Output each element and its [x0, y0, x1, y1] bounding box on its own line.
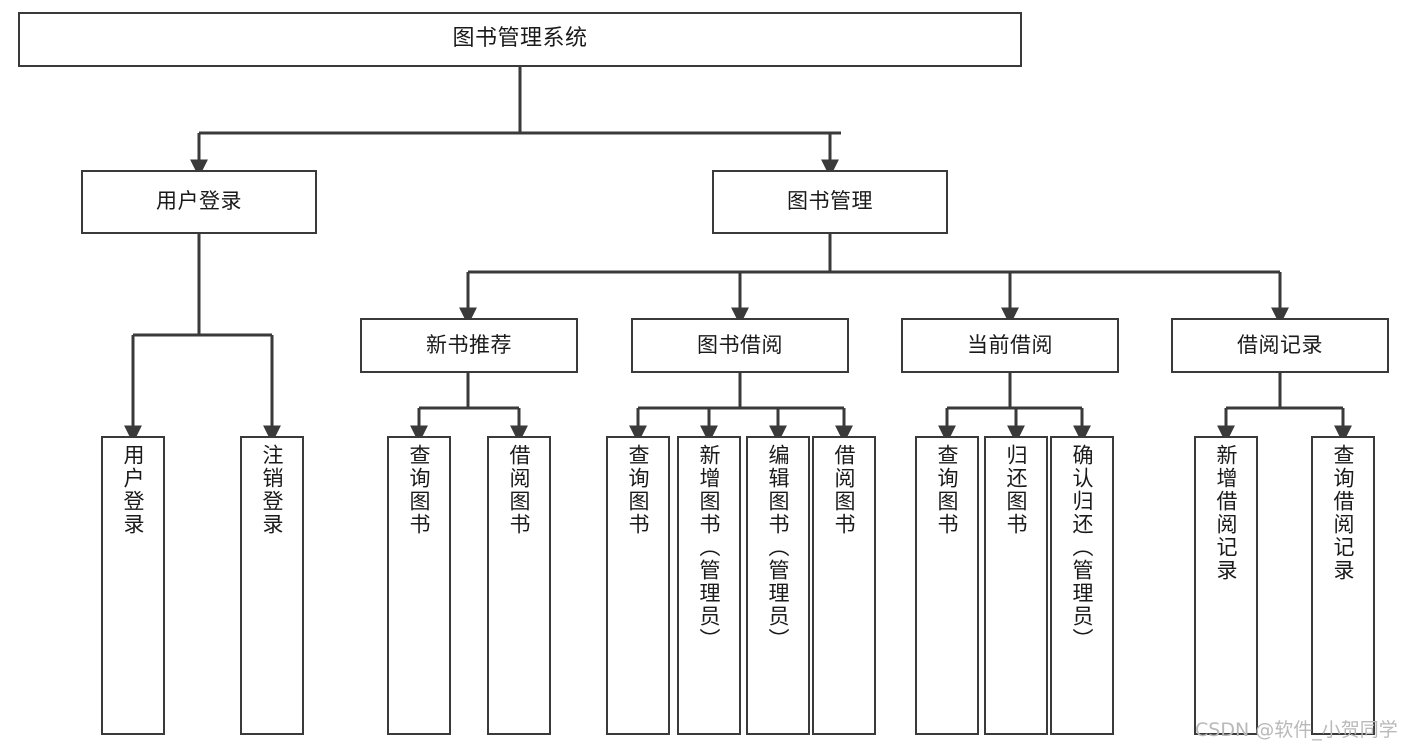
node-leaf-logout-label: 注销登录: [260, 444, 285, 536]
node-leaf-borrow-book-1[interactable]: 借阅图书: [487, 436, 551, 735]
node-borrow-record[interactable]: 借阅记录: [1171, 318, 1389, 373]
node-book-manage[interactable]: 图书管理: [712, 170, 948, 234]
node-leaf-borrow-book-2[interactable]: 借阅图书: [812, 436, 876, 735]
node-leaf-confirm-return[interactable]: 确认归还（管理员）: [1050, 436, 1114, 735]
node-leaf-add-book[interactable]: 新增图书（管理员）: [677, 436, 741, 735]
node-leaf-add-record-label: 新增借阅记录: [1214, 444, 1239, 582]
node-leaf-logout[interactable]: 注销登录: [240, 436, 304, 735]
node-leaf-query-book-2-label: 查询图书: [626, 444, 651, 536]
node-current-borrow-label: 当前借阅: [967, 332, 1053, 357]
node-leaf-query-book-3-label: 查询图书: [935, 444, 960, 536]
node-leaf-query-book-3[interactable]: 查询图书: [915, 436, 979, 735]
node-leaf-add-book-label: 新增图书（管理员）: [697, 444, 722, 651]
node-root[interactable]: 图书管理系统: [18, 12, 1022, 67]
node-leaf-user-login[interactable]: 用户登录: [101, 436, 165, 735]
csdn-watermark: CSDN @软件_小贺同学: [1195, 719, 1398, 741]
node-leaf-query-record-label: 查询借阅记录: [1331, 444, 1356, 582]
node-leaf-borrow-book-1-label: 借阅图书: [507, 444, 532, 536]
node-leaf-edit-book[interactable]: 编辑图书（管理员）: [746, 436, 810, 735]
node-leaf-return-book[interactable]: 归还图书: [984, 436, 1048, 735]
node-user-login-label: 用户登录: [156, 189, 242, 214]
node-leaf-confirm-return-label: 确认归还（管理员）: [1070, 444, 1095, 651]
node-book-borrow[interactable]: 图书借阅: [631, 318, 849, 373]
node-leaf-add-record[interactable]: 新增借阅记录: [1194, 436, 1258, 735]
node-current-borrow[interactable]: 当前借阅: [901, 318, 1119, 373]
node-leaf-query-record[interactable]: 查询借阅记录: [1311, 436, 1375, 735]
node-book-manage-label: 图书管理: [787, 189, 873, 214]
node-leaf-query-book-2[interactable]: 查询图书: [606, 436, 670, 735]
node-user-login[interactable]: 用户登录: [81, 170, 317, 234]
node-leaf-query-book-1-label: 查询图书: [407, 444, 432, 536]
node-leaf-edit-book-label: 编辑图书（管理员）: [766, 444, 791, 651]
node-leaf-user-login-label: 用户登录: [121, 444, 146, 536]
node-new-book-rec-label: 新书推荐: [426, 332, 512, 357]
node-borrow-record-label: 借阅记录: [1237, 332, 1323, 357]
node-leaf-return-book-label: 归还图书: [1004, 444, 1029, 536]
node-book-borrow-label: 图书借阅: [697, 332, 783, 357]
node-new-book-rec[interactable]: 新书推荐: [360, 318, 578, 373]
node-leaf-query-book-1[interactable]: 查询图书: [387, 436, 451, 735]
node-root-label: 图书管理系统: [452, 26, 588, 52]
node-leaf-borrow-book-2-label: 借阅图书: [832, 444, 857, 536]
